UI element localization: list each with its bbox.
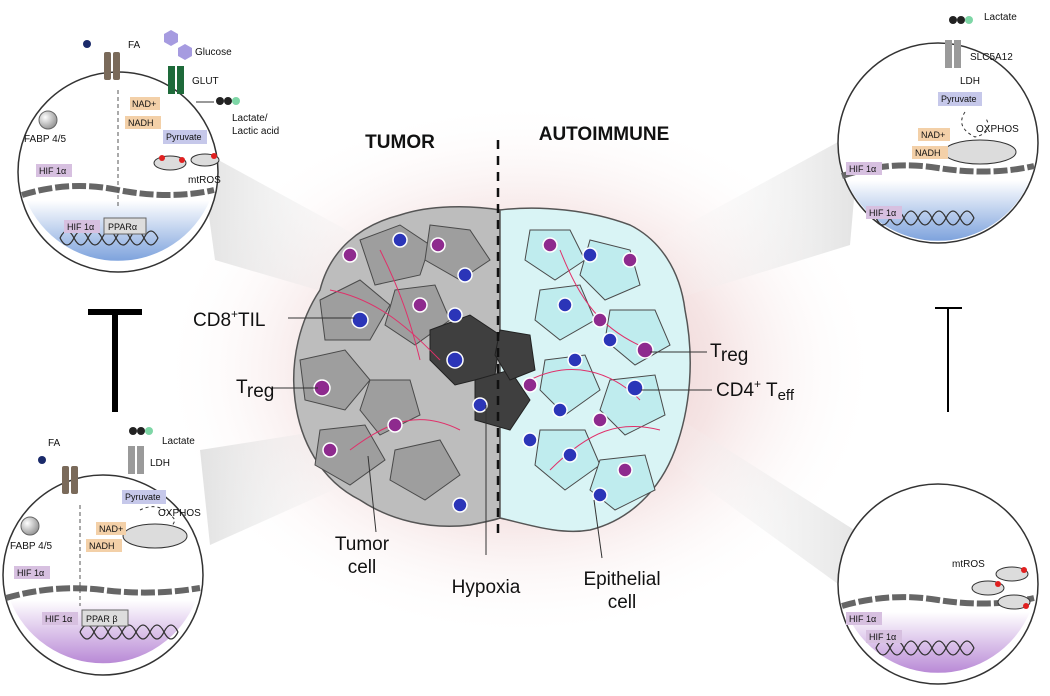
pyruvate-label: Pyruvate [166, 132, 202, 142]
fa-molecule-icon [38, 456, 46, 464]
inhibition-weak [935, 307, 962, 412]
beam-bottom-right [640, 400, 870, 600]
lactate-icon [949, 16, 957, 24]
nucleus-purple [10, 600, 196, 664]
ldh-label: LDH [150, 458, 170, 469]
hif-label-2: HIF 1α [869, 208, 896, 218]
label-cd4-teff: CD4+ Teff [716, 377, 795, 404]
circle-autoimmune-cd4: Lactate SLC5A12 LDH Pyruvate OXPHOS NAD+… [837, 12, 1039, 244]
lactate-label-1: Lactate/ [232, 113, 268, 124]
hif-label-1: HIF 1α [849, 614, 876, 624]
oxphos-label: OXPHOS [158, 508, 201, 519]
fa-label: FA [48, 438, 61, 449]
glucose-icon [164, 30, 178, 46]
label-cd8-til: CD8+TIL [193, 307, 265, 331]
mitochondria-icon [995, 566, 1029, 582]
label-hypoxia: Hypoxia [452, 577, 521, 598]
hif-label-2: HIF 1α [45, 614, 72, 624]
lactate-label: Lactate [984, 12, 1017, 23]
hif-label-2: HIF 1α [67, 222, 94, 232]
lactate-icon [216, 97, 224, 105]
ppar-label: PPARα [108, 222, 137, 232]
hif-label-2: HIF 1α [869, 632, 896, 642]
mitochondria-icon [943, 139, 1017, 165]
nad-label: NAD+ [99, 524, 123, 534]
label-pointers [272, 317, 712, 559]
header-tumor: TUMOR [365, 132, 435, 153]
fabp-icon [38, 110, 58, 130]
nucleus-purple [846, 612, 1030, 673]
nuclear-membrane [5, 585, 201, 601]
fabp-label: FABP 4/5 [24, 134, 67, 145]
hypoxic-core [429, 314, 536, 431]
beam-top-right [640, 130, 860, 310]
mtros-label: mtROS [952, 559, 985, 570]
circle-autoimmune-treg: mtROS HIF 1α HIF 1α [837, 483, 1039, 685]
glucose-label: Glucose [195, 47, 232, 58]
immune-cells [313, 232, 654, 513]
slc-label: SLC5A12 [970, 52, 1013, 63]
mtros-label: mtROS [188, 175, 221, 186]
nadh-label: NADH [915, 148, 941, 158]
fa-label: FA [128, 40, 141, 51]
label-treg-right: Treg [710, 341, 748, 366]
label-epithelial-1: Epithelial [583, 569, 660, 590]
fa-transporter-icon [104, 52, 111, 80]
label-tumor-cell-1: Tumor [335, 534, 390, 555]
ldh-label: LDH [960, 76, 980, 87]
lactate-label-2: Lactic acid [232, 126, 279, 137]
dna-helix [875, 210, 975, 226]
oxphos-label: OXPHOS [976, 124, 1019, 135]
fa-transporter-icon [62, 466, 69, 494]
hif-label-1: HIF 1α [17, 568, 44, 578]
label-treg-left: Treg [236, 377, 274, 402]
slc-transporter-icon [945, 40, 952, 68]
lactate-label: Lactate [162, 436, 195, 447]
pyruvate-label: Pyruvate [125, 492, 161, 502]
fabp-label: FABP 4/5 [10, 541, 53, 552]
dna-helix [79, 624, 179, 640]
glut-label: GLUT [192, 76, 219, 87]
nucleus-blue [846, 180, 1030, 241]
tissue [292, 206, 691, 533]
glut-transporter-icon [168, 66, 175, 94]
pyruvate-label: Pyruvate [941, 94, 977, 104]
dna-helix [875, 640, 975, 656]
ppar-label: PPAR β [86, 614, 118, 624]
inhibition-strong [88, 309, 142, 412]
nad-label: NAD+ [132, 99, 156, 109]
label-epithelial-2: cell [608, 592, 637, 613]
label-tumor-cell-2: cell [348, 557, 377, 578]
mitochondria-icon [122, 523, 188, 549]
hif-label-1: HIF 1α [849, 164, 876, 174]
circle-tumor-treg: FA Lactate LDH Pyruvate OXPHOS NAD+ NADH… [2, 427, 204, 676]
fa-molecule-icon [83, 40, 91, 48]
dna-helix [59, 230, 159, 246]
lactate-transporter-icon [128, 446, 135, 474]
circle-tumor-cd8: FA Glucose GLUT NAD+ NADH Lactate/ Lacti… [17, 30, 279, 273]
nad-label: NAD+ [921, 130, 945, 140]
nadh-label: NADH [89, 541, 115, 551]
nadh-label: NADH [128, 118, 154, 128]
header-autoimmune: AUTOIMMUNE [539, 124, 670, 145]
lactate-icon [129, 427, 137, 435]
hif-label-1: HIF 1α [39, 166, 66, 176]
fabp-icon [20, 516, 40, 536]
